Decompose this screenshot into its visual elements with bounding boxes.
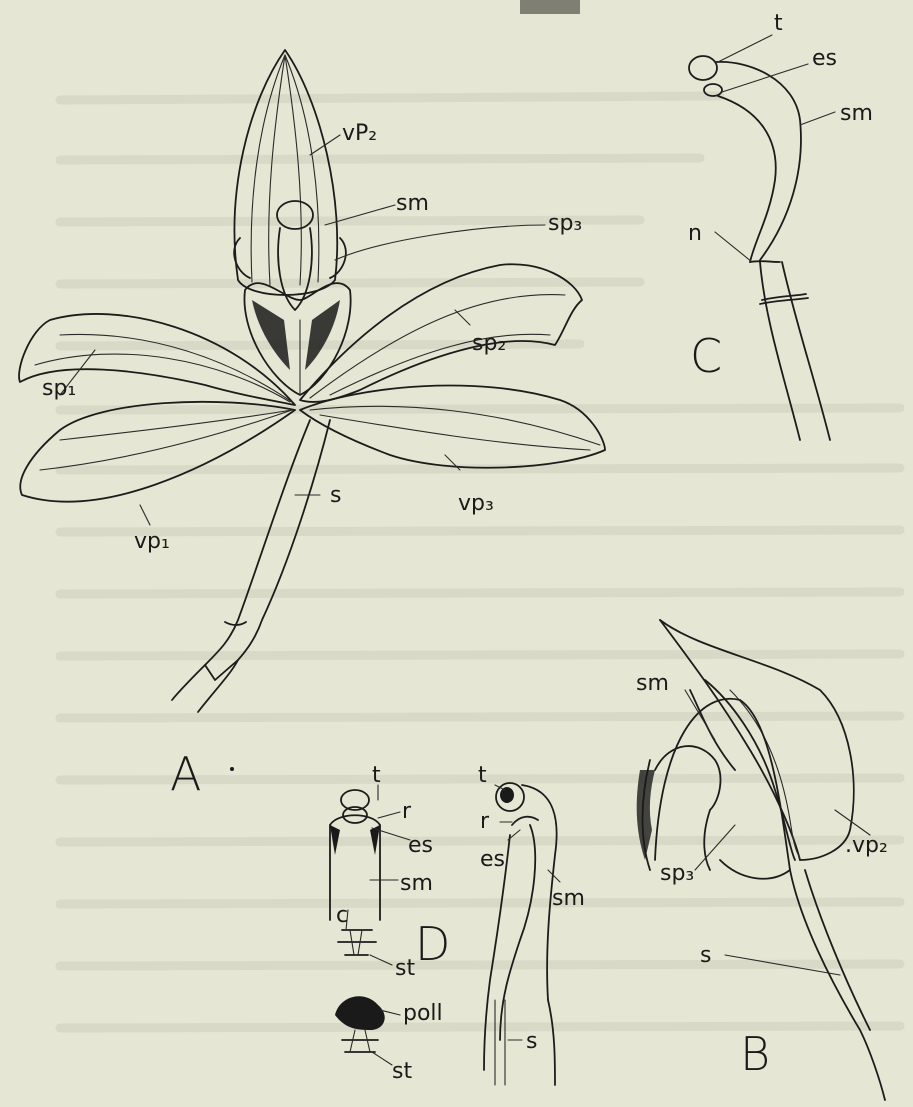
label-vp2-b: .vp₂	[845, 833, 888, 858]
figure-letter-a: A	[170, 747, 201, 801]
label-es-d-front: es	[408, 833, 433, 858]
label-st2-d: st	[392, 1059, 412, 1084]
label-t-c: t	[774, 11, 783, 36]
label-n-c: n	[688, 221, 702, 246]
figure-d-labels: t r es sm c st poll st D t r es sm s	[336, 763, 585, 1084]
label-poll-d: poll	[403, 1001, 443, 1026]
label-es-d-side: es	[480, 847, 505, 872]
label-vp3-a: vp₃	[458, 491, 494, 516]
label-sp3-a: sp₃	[548, 211, 582, 236]
label-sm-a: sm	[396, 191, 429, 216]
label-sm-b: sm	[636, 671, 669, 696]
label-vp1-a: vp₁	[134, 529, 170, 554]
label-sp1-a: sp₁	[42, 376, 76, 401]
label-r-d-front: r	[402, 799, 412, 824]
background-text-bleed	[60, 96, 900, 1028]
label-t-d-front: t	[372, 763, 381, 788]
label-c-d: c	[336, 903, 348, 928]
label-sp2-a: sp₂	[472, 331, 506, 356]
label-s-d-side: s	[526, 1029, 537, 1054]
label-vp2-a: vP₂	[342, 121, 377, 146]
label-sm-c: sm	[840, 101, 873, 126]
figure-d-side-drawing	[484, 783, 560, 1085]
label-sm-d-side: sm	[552, 886, 585, 911]
figure-c-labels: t es sm n C	[688, 11, 873, 383]
figure-letter-d: D	[415, 917, 450, 971]
label-s-b: s	[700, 943, 711, 968]
label-sp3-b: sp₃	[660, 861, 694, 886]
label-es-c: es	[812, 46, 837, 71]
label-st-d: st	[395, 956, 415, 981]
figure-letter-b: B	[740, 1027, 770, 1081]
figure-a-drawing	[19, 50, 605, 712]
label-s-a: s	[330, 483, 341, 508]
figure-letter-c: C	[690, 329, 722, 383]
label-t-d-side: t	[478, 763, 487, 788]
stray-dot	[230, 767, 234, 771]
label-sm-d-front: sm	[400, 871, 433, 896]
top-smudge	[520, 0, 580, 14]
label-r-d-side: r	[480, 809, 490, 834]
